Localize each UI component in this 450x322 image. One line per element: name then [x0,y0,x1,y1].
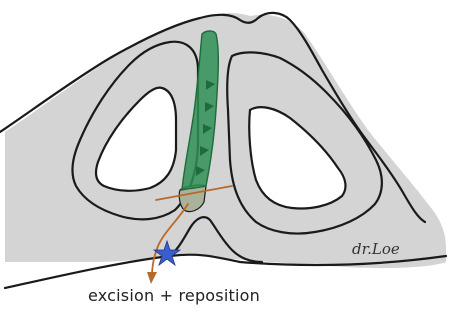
signature-label: dr.Loe [352,240,432,258]
caption-label: excision + reposition [88,286,328,305]
arrow-head [147,272,157,284]
soft-tissue-region [5,13,446,268]
